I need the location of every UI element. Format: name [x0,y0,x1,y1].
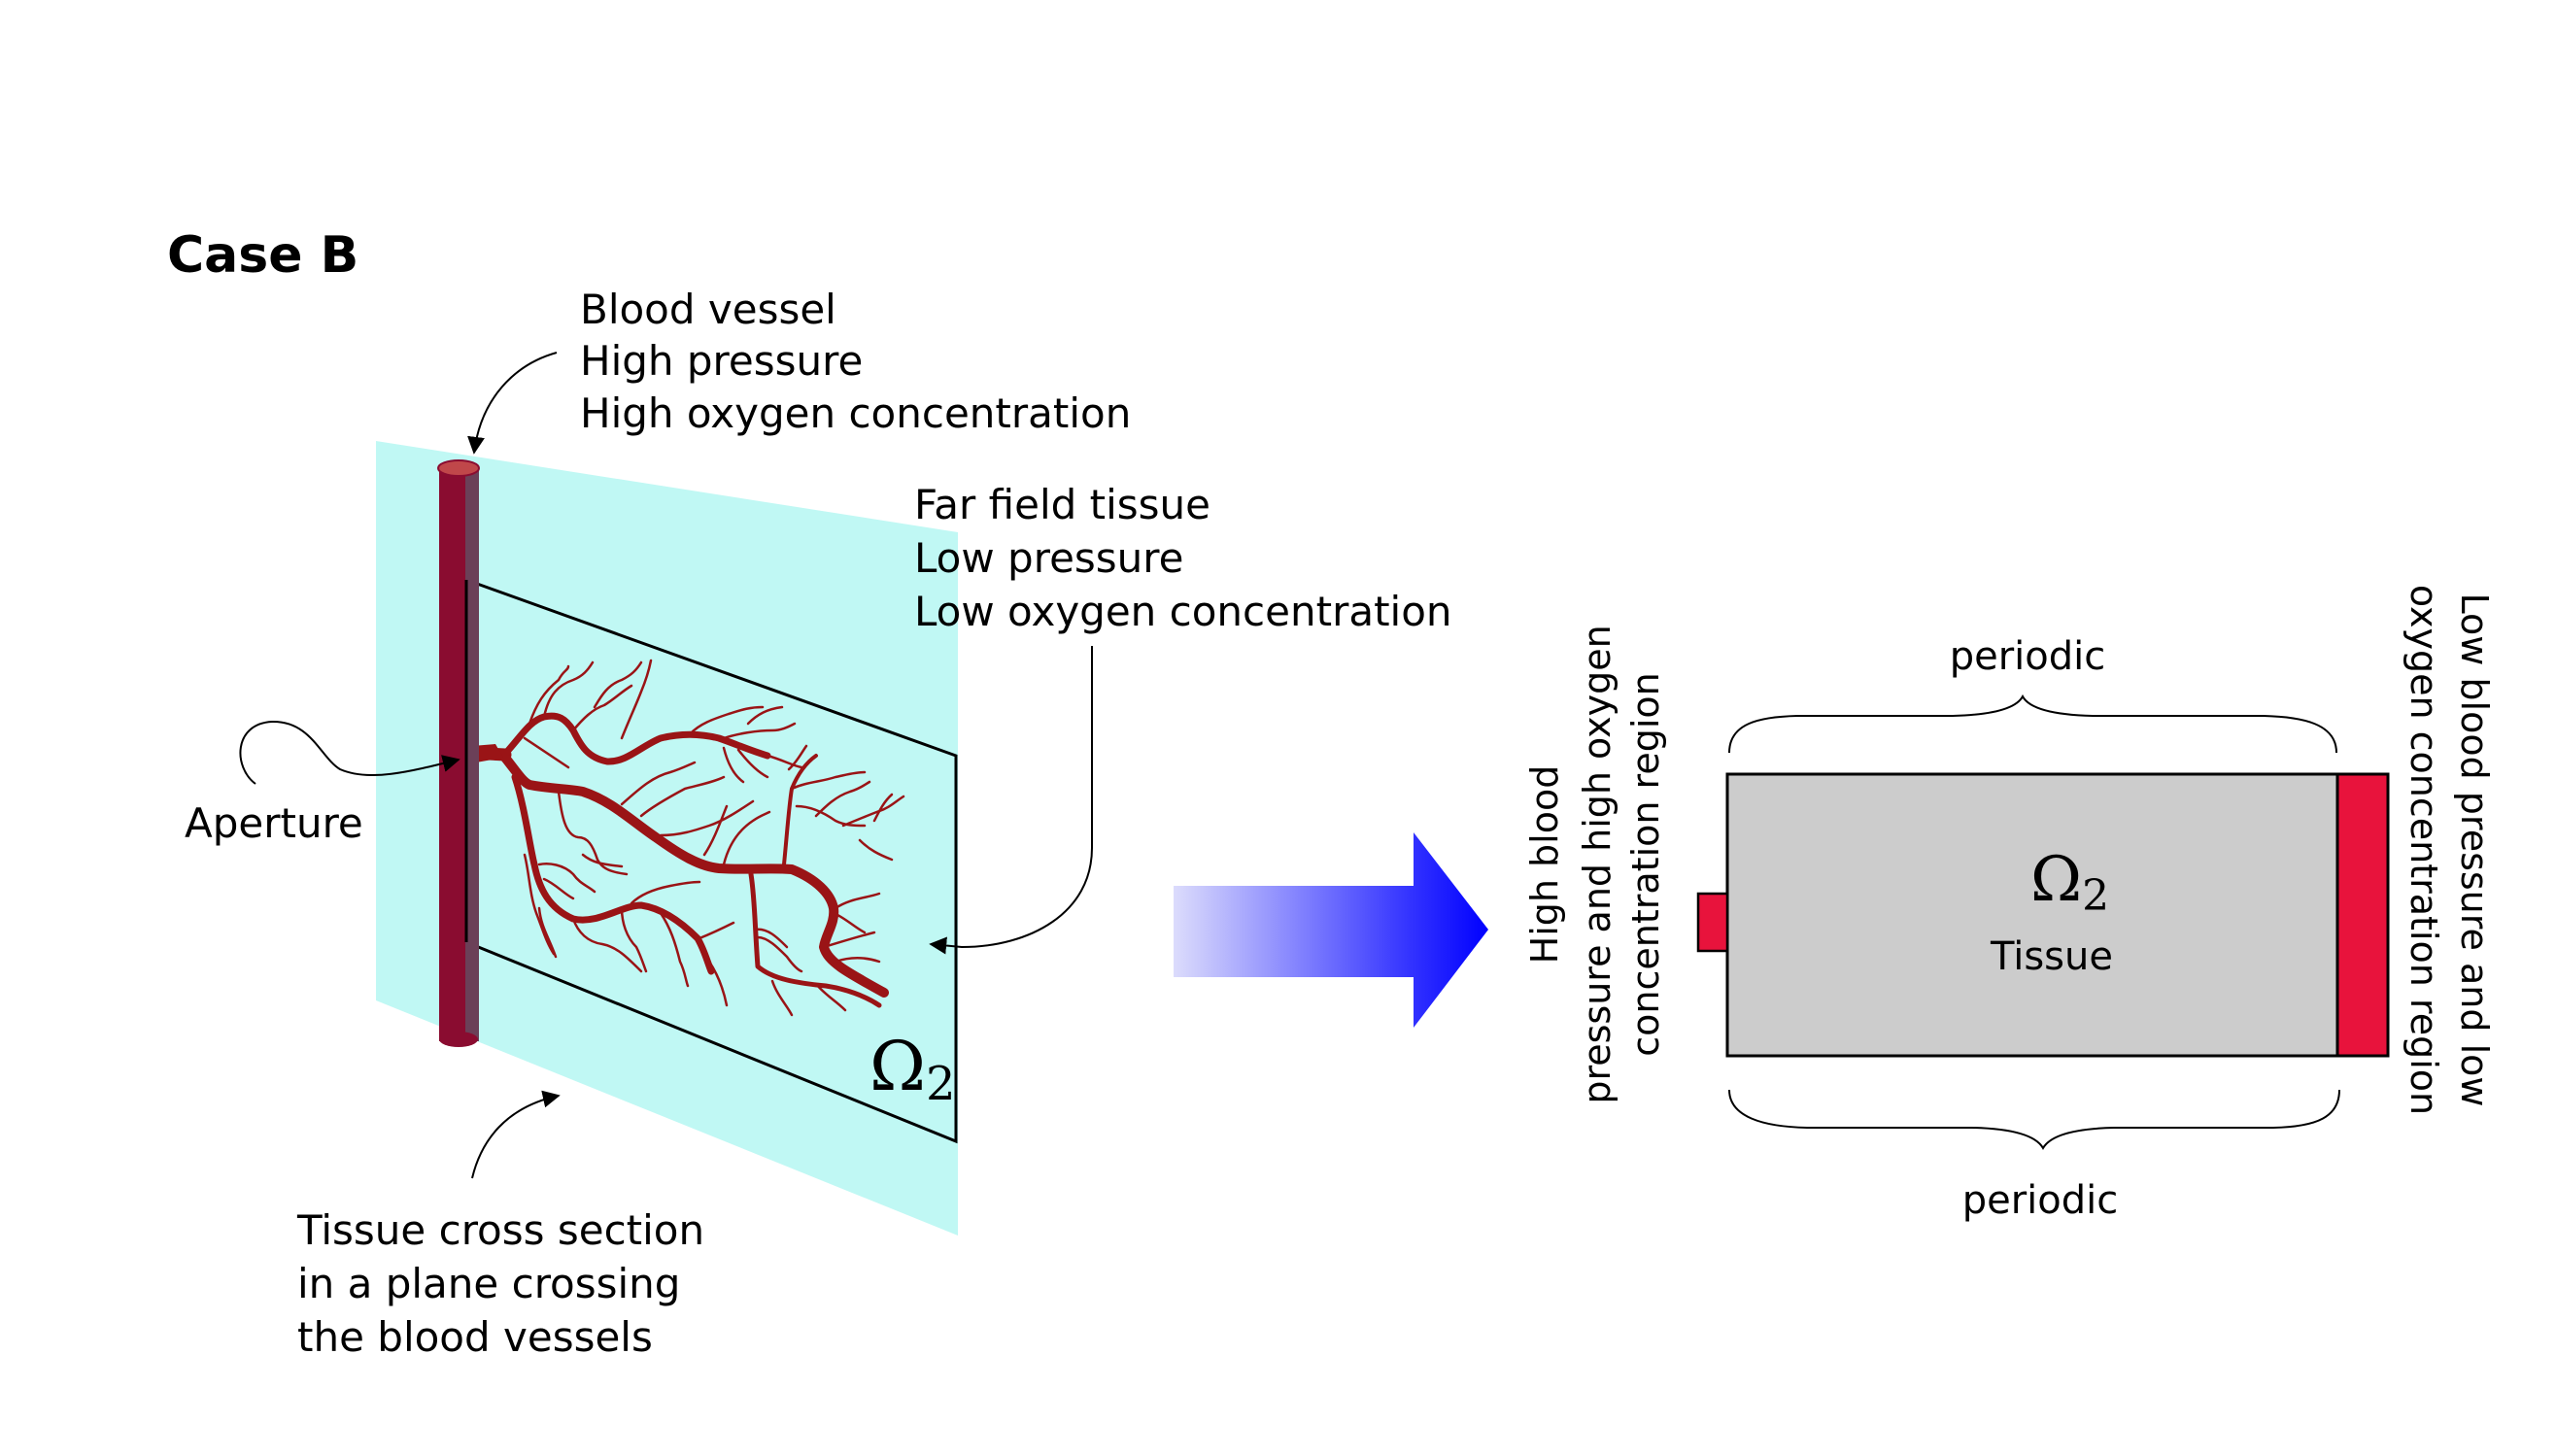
blood-vessel [437,459,480,1047]
left-panel: Ω2 Blood vessel High pressure High oxyge… [185,286,1452,1361]
top-boundary-label: periodic [1950,634,2106,679]
case-title: Case B [167,226,358,285]
far-field-annotation: Far field tissue Low pressure Low oxygen… [914,481,1452,955]
cross-section-pointer-arrow [471,1090,561,1179]
far-field-pointer-arrow [929,646,1093,955]
tissue-domain-rect [1725,772,2339,1058]
blood-vessel-label-line-2: High pressure [580,337,863,385]
top-brace-icon [1728,694,2337,754]
tissue-plane [376,441,958,1236]
far-field-label-line-2: Low pressure [914,534,1183,582]
cross-section-label-line-1: Tissue cross section [296,1206,704,1254]
left-region-label-line-2: pressure and high oxygen [1576,625,1619,1103]
tissue-domain-name: Tissue [1990,934,2113,979]
vascular-tree [463,659,905,1017]
right-region-label-line-2: oxygen concentration region [2403,585,2445,1115]
low-pressure-boundary [2335,772,2390,1058]
bottom-boundary-label: periodic [1962,1178,2119,1223]
far-field-label-line-1: Far field tissue [914,481,1210,528]
high-pressure-inlet [1696,892,1729,953]
right-panel: Ω2 Tissue periodic periodic High blood p… [1523,585,2496,1223]
cross-section-label-line-2: in a plane crossing [297,1260,680,1307]
blood-vessel-annotation: Blood vessel High pressure High oxygen c… [467,286,1131,455]
cross-section-annotation: Tissue cross section in a plane crossing… [296,1090,704,1361]
transition-arrow-icon [1174,832,1488,1028]
right-region-label-line-1: Low blood pressure and low [2453,593,2496,1107]
blood-vessel-pointer-arrow [467,352,558,455]
left-region-label-line-1: High blood [1523,765,1566,965]
right-region-label: Low blood pressure and low oxygen concen… [2403,585,2496,1115]
bottom-brace-icon [1728,1089,2340,1150]
cross-section-label-line-3: the blood vessels [297,1313,653,1361]
aperture-annotation: Aperture [185,720,460,847]
plane-domain-symbol: Ω2 [869,1027,956,1111]
tissue-domain-symbol: Ω2 [2030,844,2109,921]
left-region-label: High blood pressure and high oxygen conc… [1523,625,1667,1103]
far-field-label-line-3: Low oxygen concentration [914,588,1452,635]
aperture-label: Aperture [185,799,363,847]
aperture-pointer-arrow [239,720,460,785]
blood-vessel-label-line-1: Blood vessel [580,286,836,333]
left-region-label-line-3: concentration region [1624,672,1667,1056]
blood-vessel-label-line-3: High oxygen concentration [580,389,1131,437]
